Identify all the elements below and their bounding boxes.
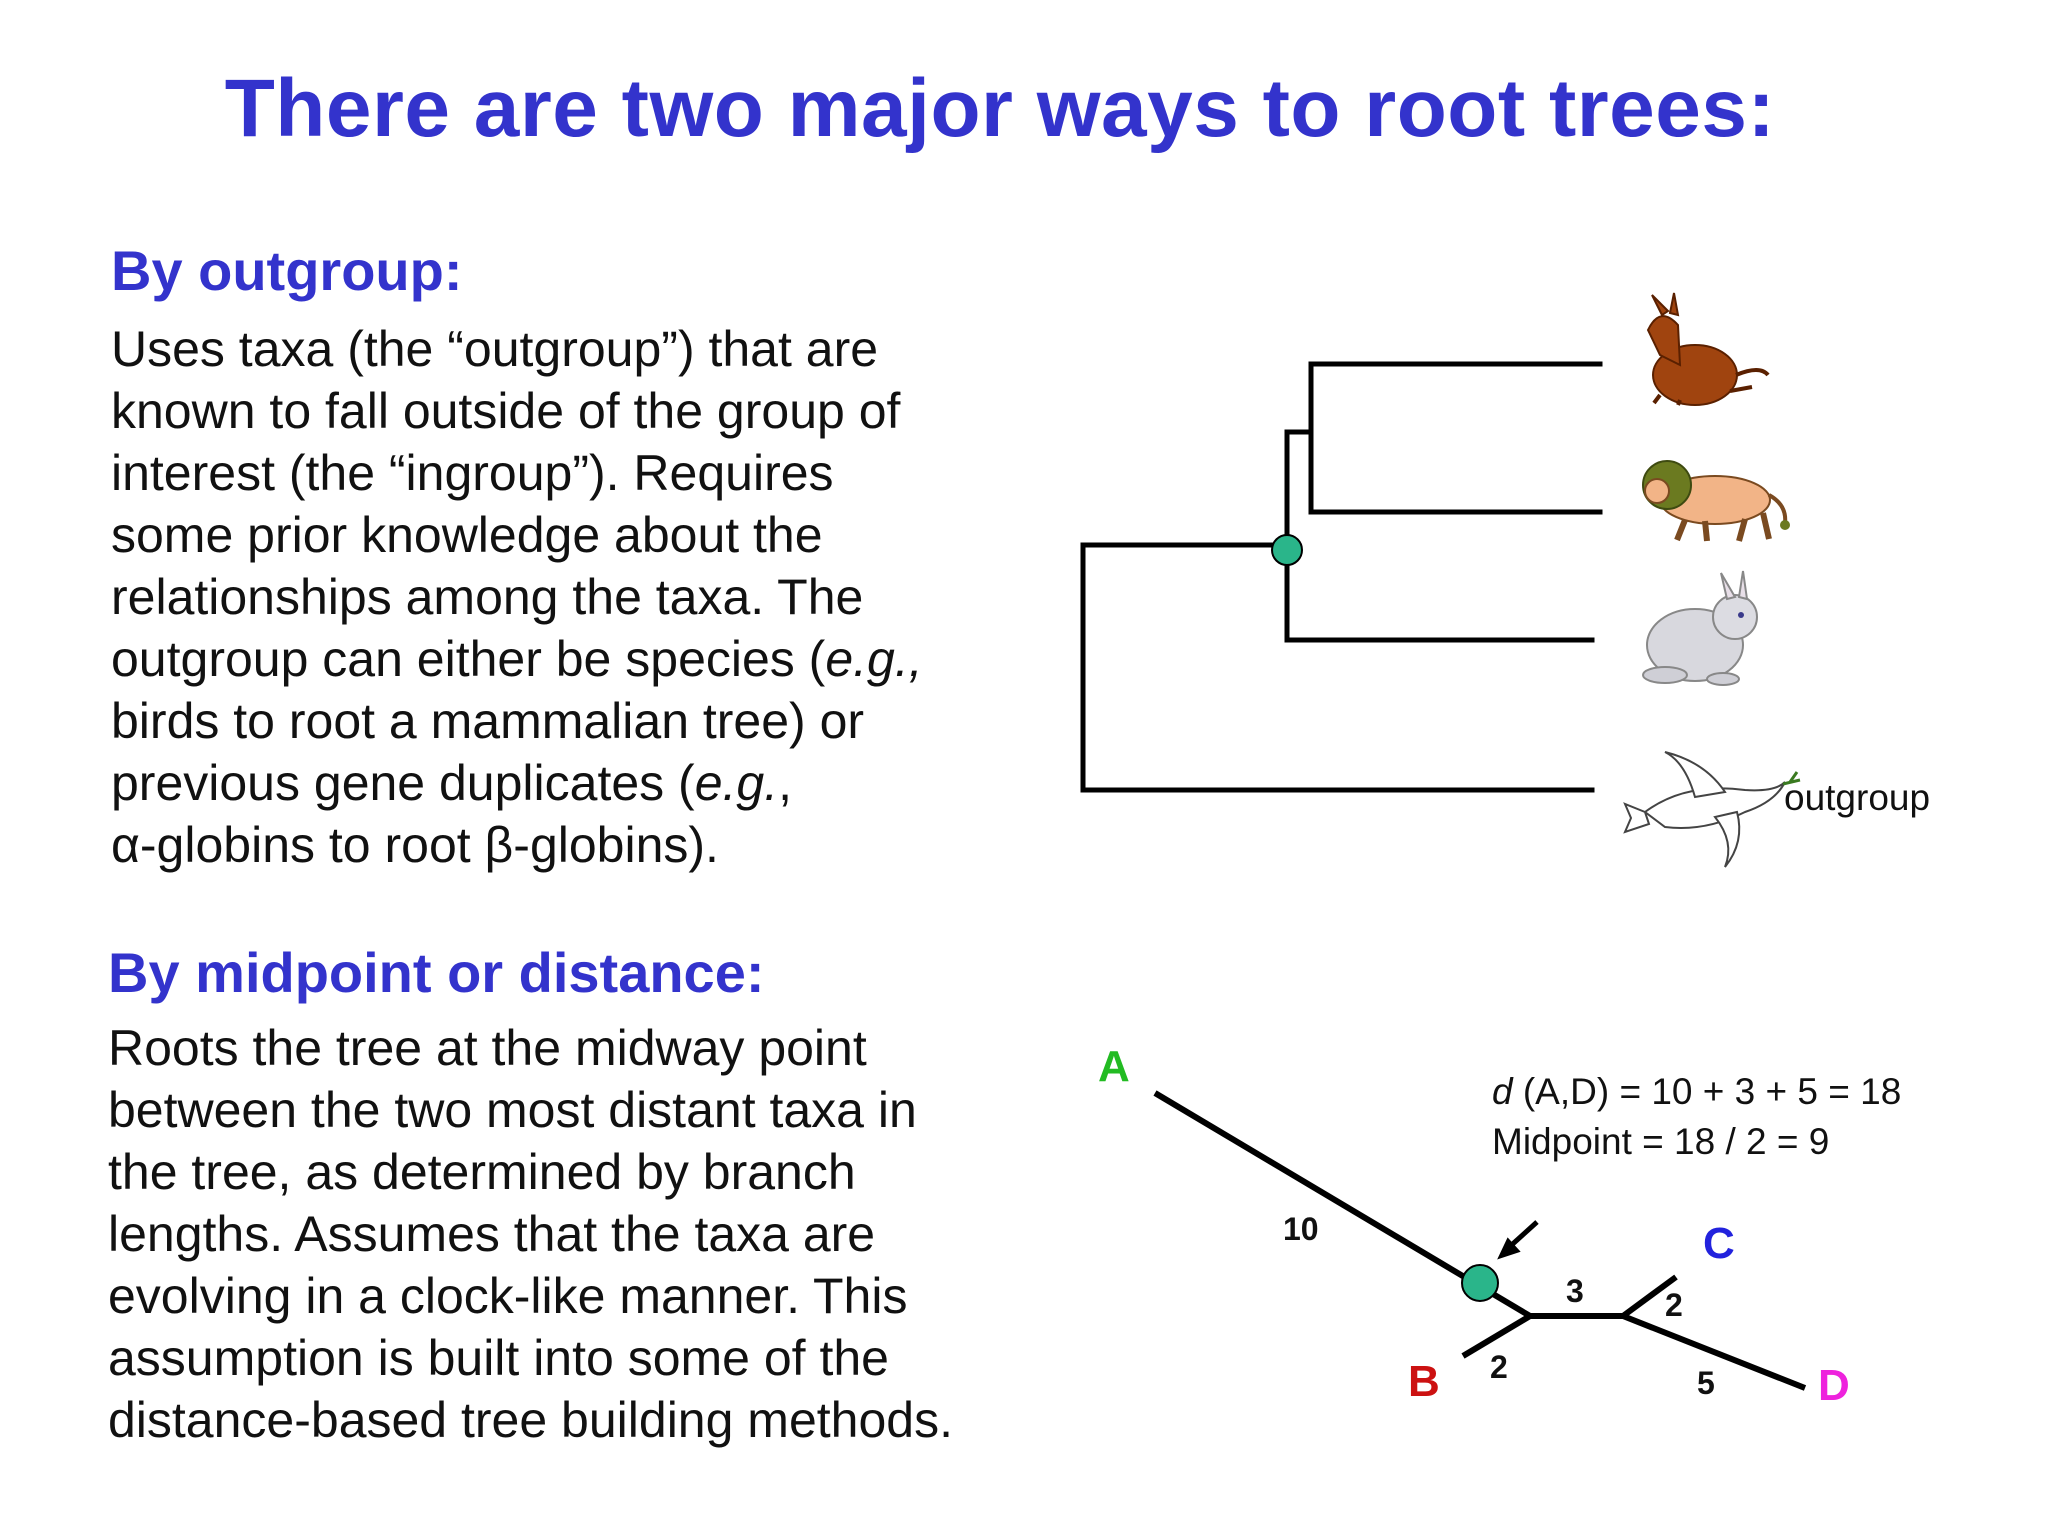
outgroup-label: outgroup	[1784, 777, 1930, 818]
midpoint-line-6: assumption is built into some of the	[108, 1330, 889, 1386]
outgroup-root-node	[1271, 534, 1303, 566]
midpoint-line-5: evolving in a clock-like manner. This	[108, 1268, 908, 1324]
branch-b-length: 2	[1490, 1349, 1508, 1385]
slide-title: There are two major ways to root trees:	[224, 63, 1776, 154]
midpoint-line-1: Roots the tree at the midway point	[108, 1020, 867, 1076]
outgroup-line-8-eg: e.g.	[694, 755, 779, 811]
lion-icon	[1642, 460, 1790, 542]
branch-c-length: 2	[1665, 1287, 1683, 1323]
outgroup-line-6-eg: e.g.,	[825, 631, 923, 687]
branch-internal-length: 3	[1566, 1273, 1584, 1309]
distance-formula-d: d	[1492, 1071, 1514, 1112]
branch-b	[1461, 1313, 1532, 1359]
leaf-d-label: D	[1818, 1361, 1850, 1410]
outgroup-line-6: outgroup can either be species (e.g.,	[111, 628, 923, 690]
outgroup-line-4: some prior knowledge about the	[111, 507, 823, 563]
distance-formula-rest: (A,D) = 10 + 3 + 5 = 18	[1513, 1071, 1902, 1112]
outgroup-line-9: α-globins to root β-globins).	[111, 817, 719, 873]
outgroup-line-2: known to fall outside of the group of	[111, 383, 901, 439]
rabbit-icon	[1642, 570, 1758, 686]
outgroup-line-8-comma: ,	[778, 755, 793, 811]
outgroup-line-7: birds to root a mammalian tree) or	[111, 693, 865, 749]
branch-d-length: 5	[1697, 1365, 1715, 1401]
outgroup-line-8: previous gene duplicates (e.g.,	[111, 752, 923, 814]
midpoint-line-4: lengths. Assumes that the taxa are	[108, 1206, 876, 1262]
leaf-b-label: B	[1408, 1357, 1440, 1406]
outgroup-description: Uses taxa (the “outgroup”) that are know…	[111, 318, 923, 876]
midpoint-root-node	[1461, 1264, 1499, 1302]
dove-icon	[1623, 751, 1801, 868]
midpoint-heading: By midpoint or distance:	[108, 941, 765, 1004]
outgroup-line-8-text: previous gene duplicates (	[111, 755, 695, 811]
leaf-c-label: C	[1703, 1219, 1735, 1268]
midpoint-line-7: distance-based tree building methods.	[108, 1392, 953, 1448]
leaf-a-label: A	[1098, 1042, 1130, 1091]
branch-a-length: 10	[1283, 1211, 1319, 1247]
midpoint-description: Roots the tree at the midway point betwe…	[108, 1017, 953, 1451]
midpoint-formula: Midpoint = 18 / 2 = 9	[1492, 1121, 1829, 1162]
outgroup-line-5: relationships among the taxa. The	[111, 569, 864, 625]
midpoint-line-2: between the two most distant taxa in	[108, 1082, 917, 1138]
donkey-icon	[1646, 292, 1770, 406]
branch-c	[1621, 1274, 1678, 1319]
branch-d	[1621, 1313, 1807, 1391]
distance-formula: d (A,D) = 10 + 3 + 5 = 18	[1492, 1071, 1901, 1112]
outgroup-line-1: Uses taxa (the “outgroup”) that are	[111, 321, 879, 377]
outgroup-line-6-text: outgroup can either be species (	[111, 631, 826, 687]
outgroup-tree	[1080, 361, 1603, 793]
midpoint-line-3: the tree, as determined by branch	[108, 1144, 856, 1200]
outgroup-line-3: interest (the “ingroup”). Requires	[111, 445, 834, 501]
midpoint-arrow-head	[1497, 1237, 1521, 1260]
outgroup-heading: By outgroup:	[111, 239, 463, 302]
